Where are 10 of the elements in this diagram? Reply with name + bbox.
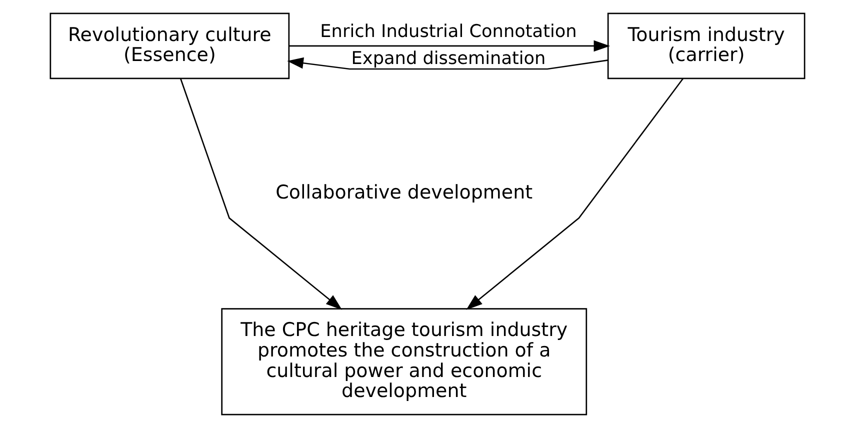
node-box: Tourism industry (carrier) <box>607 12 806 80</box>
label: Collaborative development <box>276 182 533 204</box>
arrow <box>287 57 608 70</box>
edge-label: Expand dissemination <box>351 49 546 70</box>
node-box: The CPC heritage tourism industry promotes the construction of a cultural power and economic development <box>221 308 588 416</box>
arrow <box>466 78 684 310</box>
arrow <box>180 78 342 310</box>
edge-label: Enrich Industrial Connotation <box>320 22 577 42</box>
node-box: Revolutionary culture (Essence) <box>50 12 290 80</box>
arrow <box>289 40 610 52</box>
